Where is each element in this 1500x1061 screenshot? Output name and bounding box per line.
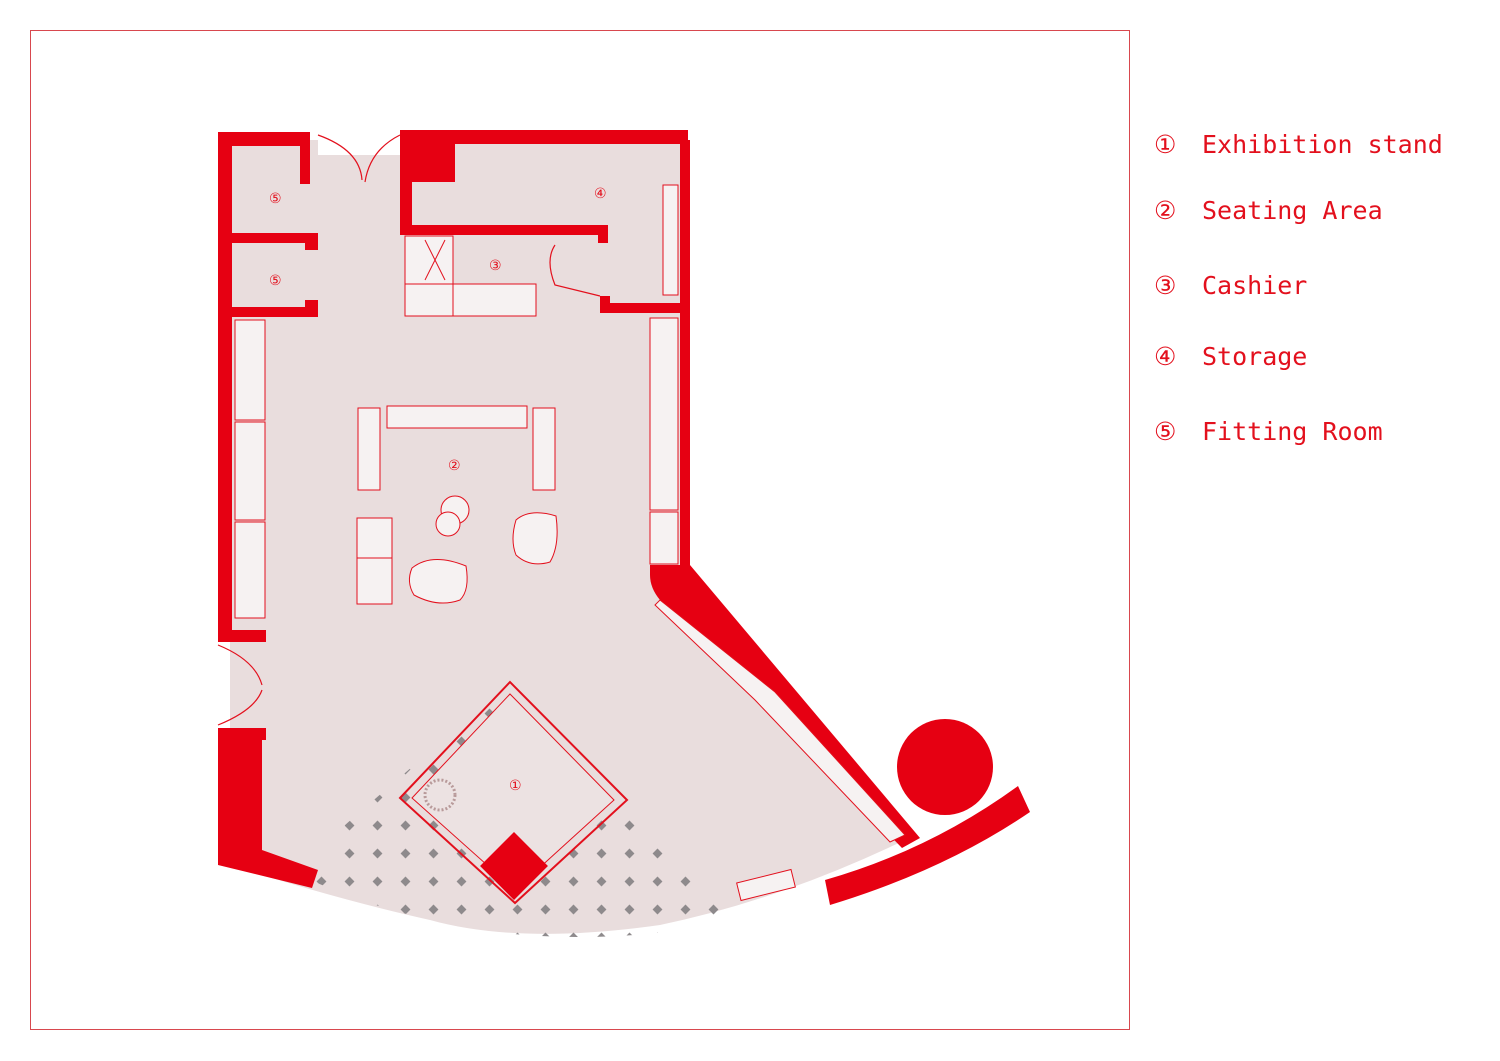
plant-icon: [423, 778, 457, 812]
marker-fitting-room-b: ⑤: [269, 273, 282, 289]
cashier-counter: [404, 235, 537, 317]
legend-item-fitting-room: ⑤ Fitting Room: [1154, 417, 1383, 446]
legend-item-cashier: ③ Cashier: [1154, 271, 1307, 300]
legend-number: ⑤: [1154, 417, 1177, 446]
marker-exhibition: ①: [509, 778, 522, 794]
display-pedestal: [480, 832, 548, 900]
legend-label: Exhibition stand: [1202, 130, 1443, 159]
seating-area: [356, 405, 558, 605]
legend-label: Cashier: [1202, 271, 1308, 300]
legend-number: ①: [1154, 130, 1177, 159]
shop-floor: [230, 140, 905, 934]
column: [897, 719, 993, 815]
marker-cashier: ③: [489, 258, 502, 274]
legend-item-storage: ④ Storage: [1154, 342, 1307, 371]
legend-label: Storage: [1202, 342, 1308, 371]
legend-item-exhibition: ① Exhibition stand: [1154, 130, 1443, 159]
legend-number: ②: [1154, 196, 1177, 225]
wall-shelves: [234, 184, 906, 902]
marker-storage: ④: [594, 186, 607, 202]
legend-item-seating: ② Seating Area: [1154, 196, 1383, 225]
door-swings: [217, 134, 601, 726]
legend-number: ③: [1154, 271, 1177, 300]
exhibition-stand: [398, 680, 629, 905]
legend-label: Seating Area: [1202, 196, 1383, 225]
marker-seating: ②: [448, 458, 461, 474]
legend-number: ④: [1154, 342, 1177, 371]
legend-label: Fitting Room: [1202, 417, 1383, 446]
drawing-frame: [30, 30, 1130, 1030]
marker-fitting-room-a: ⑤: [269, 191, 282, 207]
